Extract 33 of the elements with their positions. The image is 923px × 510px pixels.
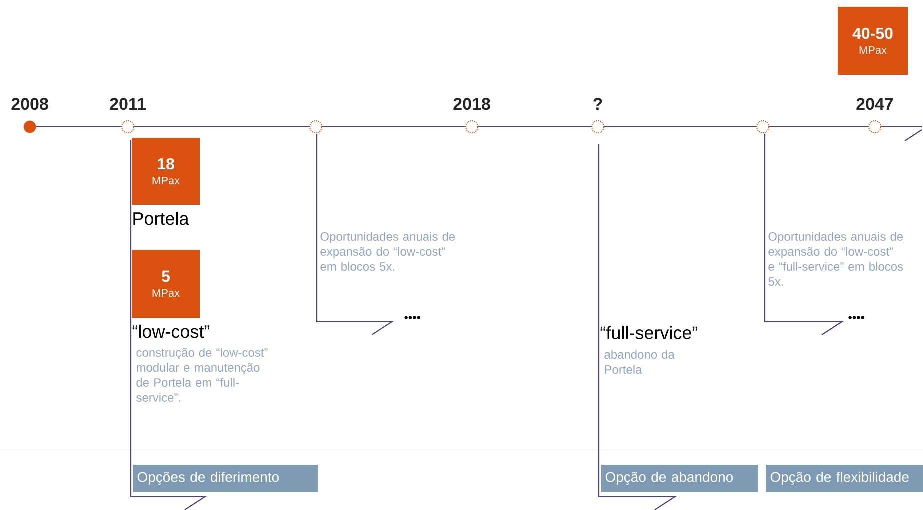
- year-label: ?: [594, 98, 602, 110]
- timeline-segment: [322, 126, 466, 128]
- timeline-segment: [134, 126, 310, 128]
- year-label: 2011: [110, 98, 146, 110]
- timeline-segment: [770, 126, 868, 128]
- passenger-box: 5 MPax: [132, 250, 200, 318]
- year-label: 2008: [12, 98, 48, 110]
- box-caption: Portela: [134, 212, 190, 226]
- note-text: Oportunidades anuais de expansão do “low-cost” e “full-service” em blocos 5x.: [768, 232, 904, 286]
- box-caption: “low-cost”: [132, 324, 210, 338]
- option-band: Opções de diferimento: [133, 465, 318, 492]
- start-dot: [24, 120, 36, 134]
- passenger-box: 40-50 MPax: [838, 7, 908, 75]
- option-heading: “full-service”: [600, 326, 698, 340]
- note-text: construção de “low-cost” modular e manutenção de Portela em “full-service”.: [136, 348, 268, 402]
- timeline-segment: [478, 126, 592, 128]
- passenger-box: 18 MPax: [132, 138, 200, 205]
- milestone-circle: [592, 120, 604, 134]
- option-band: Opção de abandono: [601, 465, 758, 492]
- milestone-circle: [310, 120, 322, 134]
- note-text: Oportunidades anuais de expansão do “low-cost” em blocos 5x.: [320, 232, 456, 271]
- timeline-segment: [36, 126, 122, 128]
- year-label: 2047: [856, 98, 894, 110]
- milestone-circle: [122, 120, 134, 134]
- option-band: Opção de flexibilidade: [766, 465, 923, 492]
- milestone-circle: [466, 120, 478, 134]
- year-label: 2018: [454, 98, 490, 110]
- ellipsis-dots: ••••: [848, 316, 865, 320]
- note-text: abandono da Portela: [604, 350, 675, 374]
- milestone-circle: [868, 120, 882, 134]
- milestone-circle: [756, 120, 770, 134]
- ellipsis-dots: ••••: [404, 316, 421, 320]
- timeline-segment: [604, 126, 756, 128]
